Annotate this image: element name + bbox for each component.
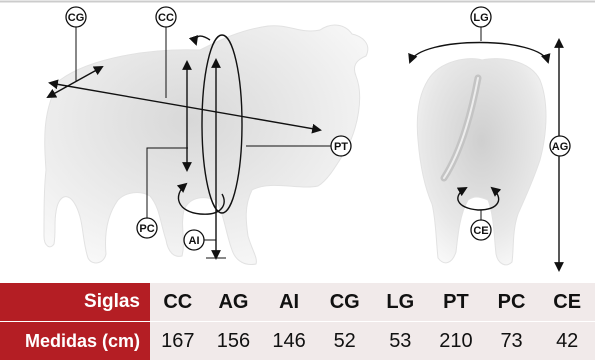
cattle-side-silhouette xyxy=(44,25,368,264)
value-cell: 52 xyxy=(317,322,373,360)
cattle-measurement-diagram: CG CC PT PC AI LG AG CE xyxy=(0,0,595,280)
values-row-header: Medidas (cm) xyxy=(0,322,150,360)
label-ce: CE xyxy=(471,220,491,240)
value-cell: 73 xyxy=(484,322,540,360)
codes-row: Siglas CC AG AI CG LG PT PC CE xyxy=(0,283,595,322)
svg-text:AI: AI xyxy=(189,235,200,247)
value-cell: 210 xyxy=(428,322,484,360)
codes-row-header: Siglas xyxy=(0,283,150,322)
code-cell: LG xyxy=(373,283,429,322)
heart-girth-arrow-top xyxy=(196,36,210,44)
label-cc: CC xyxy=(156,7,176,27)
value-cell: 146 xyxy=(261,322,317,360)
label-pc: PC xyxy=(137,218,157,238)
svg-text:CC: CC xyxy=(158,12,174,24)
svg-text:AG: AG xyxy=(552,141,569,153)
label-ai: AI xyxy=(184,230,204,250)
label-lg: LG xyxy=(471,7,491,27)
svg-text:CG: CG xyxy=(68,12,85,24)
values-row: Medidas (cm) 167 156 146 52 53 210 73 42 xyxy=(0,322,595,360)
svg-text:LG: LG xyxy=(473,12,488,24)
value-cell: 42 xyxy=(539,322,595,360)
value-cell: 156 xyxy=(206,322,262,360)
code-cell: PC xyxy=(484,283,540,322)
code-cell: AG xyxy=(206,283,262,322)
measurements-table: Siglas CC AG AI CG LG PT PC CE Medidas (… xyxy=(0,283,595,360)
svg-text:PT: PT xyxy=(334,141,348,153)
code-cell: CE xyxy=(539,283,595,322)
value-cell: 167 xyxy=(150,322,206,360)
label-ag: AG xyxy=(550,136,570,156)
svg-text:CE: CE xyxy=(473,225,488,237)
label-cg: CG xyxy=(66,7,86,27)
code-cell: CC xyxy=(150,283,206,322)
code-cell: PT xyxy=(428,283,484,322)
code-cell: CG xyxy=(317,283,373,322)
value-cell: 53 xyxy=(373,322,429,360)
svg-text:PC: PC xyxy=(139,223,154,235)
label-pt: PT xyxy=(331,136,351,156)
code-cell: AI xyxy=(261,283,317,322)
